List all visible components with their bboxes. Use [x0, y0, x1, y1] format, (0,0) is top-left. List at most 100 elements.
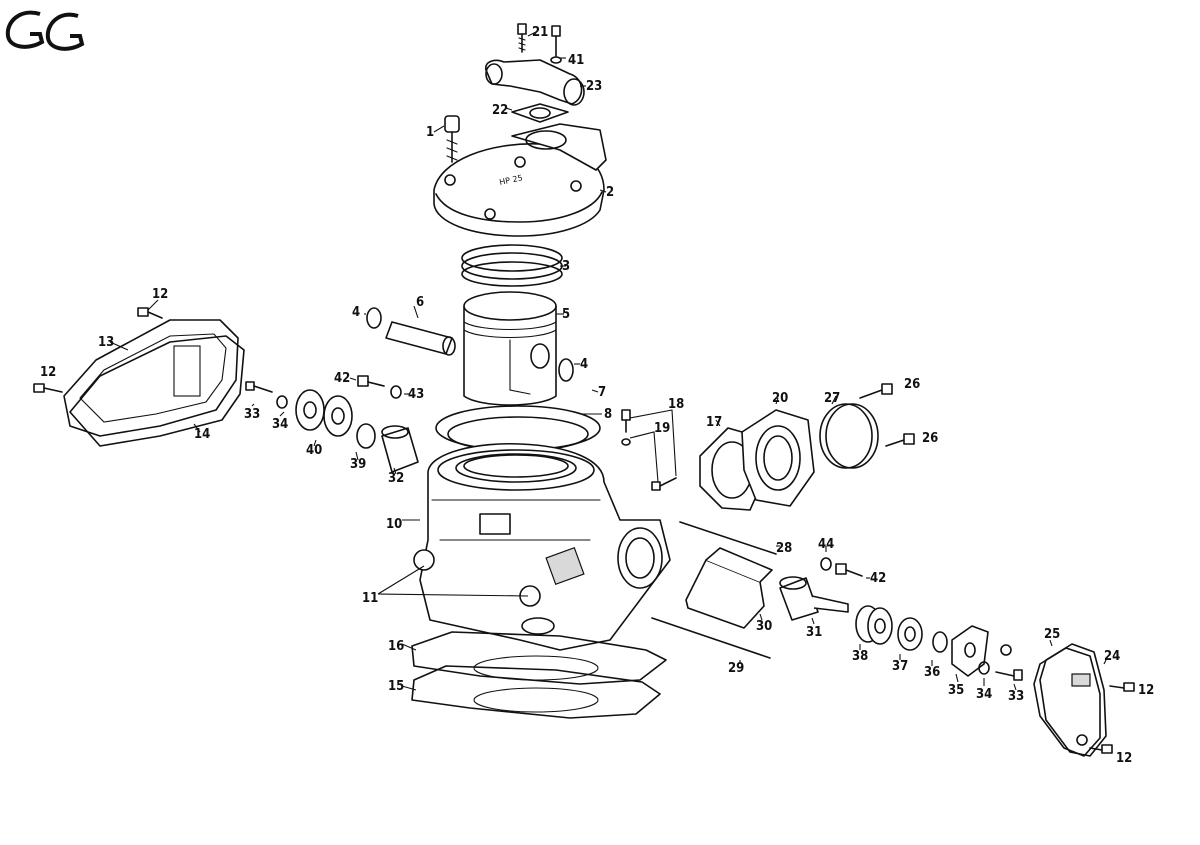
- callout-38: 38: [852, 649, 868, 664]
- screw-33-left: [245, 381, 273, 393]
- bolt-26-lower: [885, 433, 915, 447]
- bolt-1: [444, 115, 460, 163]
- leader-lines: [109, 31, 1107, 691]
- rod-28: [679, 521, 777, 555]
- screw-42-right: [835, 563, 863, 577]
- callout-12-right-upper: 12: [1138, 683, 1154, 698]
- valve-drum-32: [381, 425, 419, 473]
- callout-13: 13: [98, 335, 114, 350]
- callout-30: 30: [756, 619, 772, 634]
- callout-15: 15: [388, 679, 404, 694]
- bolt-12-right-lower: [1089, 744, 1113, 754]
- bolt-12-upper-left: [137, 307, 163, 319]
- gasket-22: [511, 103, 569, 123]
- callout-40: 40: [306, 443, 322, 458]
- bearing-37: [897, 617, 923, 651]
- bolt-26-upper: [859, 383, 893, 399]
- circlip-4-right: [558, 358, 574, 382]
- callout-14: 14: [194, 427, 210, 442]
- callout-23: 23: [586, 79, 602, 94]
- cylinder-10: [413, 442, 671, 651]
- callout-11: 11: [362, 591, 378, 606]
- callout-29: 29: [728, 661, 744, 676]
- bolt-41: [550, 25, 562, 64]
- callout-12-upper-left: 12: [152, 287, 168, 302]
- callout-3: 3: [562, 259, 570, 274]
- callout-34-right: 34: [976, 687, 992, 702]
- leader-11: [377, 565, 529, 597]
- seal-36: [932, 631, 948, 653]
- washer-34-left: [276, 395, 288, 409]
- circlip-4-left: [366, 307, 382, 329]
- callout-6: 6: [416, 295, 424, 310]
- base-gasket-16: [411, 631, 667, 685]
- callout-4-right: 4: [580, 357, 588, 372]
- exhaust-flange-20: [741, 409, 815, 507]
- bushing-38: [855, 605, 893, 645]
- callout-7: 7: [598, 385, 606, 400]
- callout-10: 10: [386, 517, 402, 532]
- callout-8: 8: [604, 407, 612, 422]
- shaft-31: [779, 576, 849, 621]
- callout-36: 36: [924, 665, 940, 680]
- screw-42-left: [357, 375, 385, 387]
- callout-33-right: 33: [1008, 689, 1024, 704]
- callout-1: 1: [426, 125, 434, 140]
- exhaust-ring-27: [819, 403, 879, 469]
- callout-12-lower-left: 12: [40, 365, 56, 380]
- piston-5: [463, 291, 557, 406]
- callout-24: 24: [1104, 649, 1120, 664]
- callout-22: 22: [492, 103, 508, 118]
- callout-25: 25: [1044, 627, 1060, 642]
- callout-32: 32: [388, 471, 404, 486]
- callout-44: 44: [818, 537, 834, 552]
- callout-31: 31: [806, 625, 822, 640]
- callout-39: 39: [350, 457, 366, 472]
- callout-41: 41: [568, 53, 584, 68]
- callout-42-left: 42: [334, 371, 350, 386]
- callout-labels: 21 41 23 22 1 2 3 4 6 5 4 7 8 18 19 17 2…: [40, 25, 1154, 766]
- side-cover-24: [1039, 643, 1107, 757]
- callout-27: 27: [824, 391, 840, 406]
- bolt-12-lower-left: [33, 383, 63, 393]
- piston-rings-3: [461, 244, 563, 287]
- callout-20: 20: [772, 391, 788, 406]
- callout-43: 43: [408, 387, 424, 402]
- callout-26-upper: 26: [904, 377, 920, 392]
- callout-18: 18: [668, 397, 684, 412]
- washer-44: [820, 557, 832, 571]
- callout-17: 17: [706, 415, 722, 430]
- callout-5: 5: [562, 307, 570, 322]
- callout-35: 35: [948, 683, 964, 698]
- callout-34-left: 34: [272, 417, 288, 432]
- cylinder-head-2: HP 25: [433, 123, 607, 237]
- screw-19: [651, 477, 677, 491]
- callout-37: 37: [892, 659, 908, 674]
- callout-16: 16: [388, 639, 404, 654]
- valve-cover-13: [63, 319, 239, 437]
- bolt-21: [517, 23, 527, 53]
- power-valve-30: [685, 547, 773, 629]
- callout-4-left: 4: [352, 305, 360, 320]
- gasket-14: [69, 335, 245, 447]
- washer-43: [390, 385, 402, 399]
- callout-28: 28: [776, 541, 792, 556]
- rod-29: [651, 617, 771, 659]
- cover-gasket-25: [1033, 647, 1101, 757]
- bearing-40: [295, 389, 353, 437]
- washer-34-right: [978, 661, 990, 675]
- water-outlet-23: [484, 59, 585, 106]
- callout-19: 19: [654, 421, 670, 436]
- gg-logo: GG: [5, 10, 85, 51]
- callout-12-right-lower: 12: [1116, 751, 1132, 766]
- callout-21-top: 21: [532, 25, 548, 40]
- bolt-12-right-upper: [1109, 682, 1135, 692]
- callout-42-right: 42: [870, 571, 886, 586]
- screw-18: [621, 409, 631, 446]
- callout-2: 2: [606, 185, 614, 200]
- seal-39: [356, 423, 376, 449]
- callout-26-lower: 26: [922, 431, 938, 446]
- base-gasket-15: [411, 665, 661, 719]
- lever-35: [951, 625, 989, 677]
